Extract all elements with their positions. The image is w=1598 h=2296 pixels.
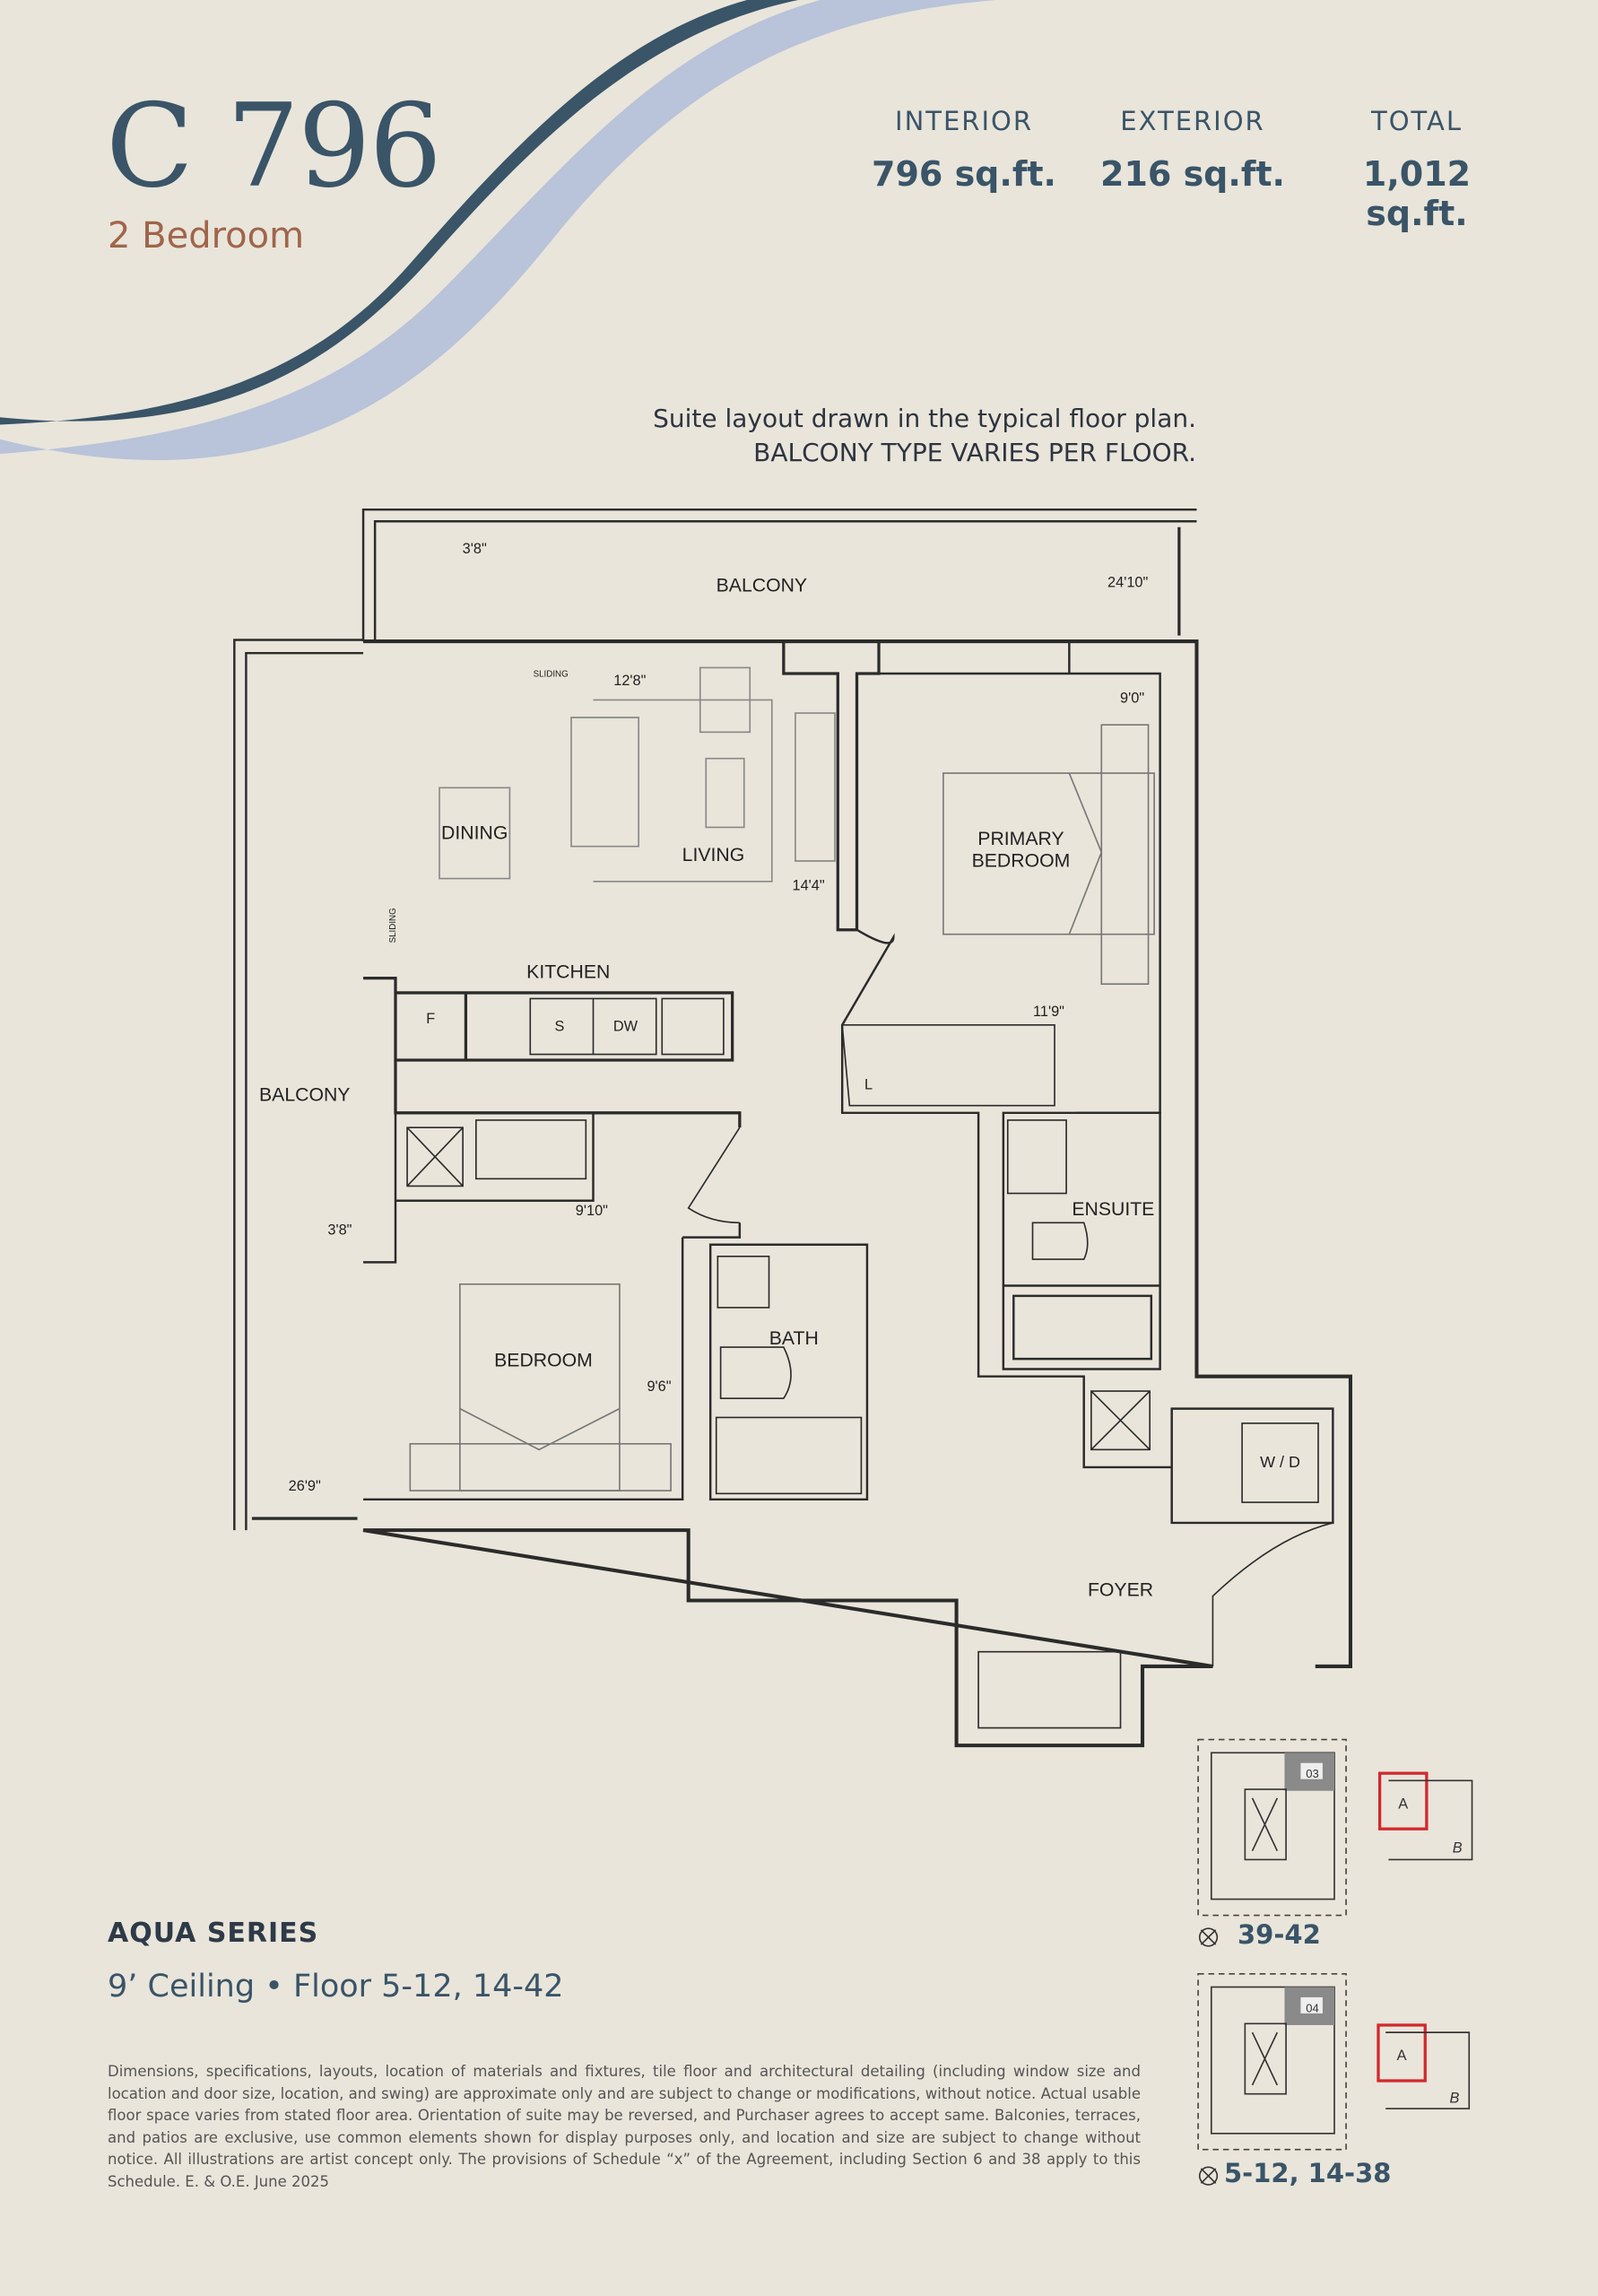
dim-balcony-top-depth: 3'8" xyxy=(463,541,487,557)
room-label-bath: BATH xyxy=(769,1328,819,1349)
room-label-balcony-left: BALCONY xyxy=(259,1085,350,1106)
series-name: AQUA SERIES xyxy=(108,1918,319,1949)
key-plan-1-tower-a: A xyxy=(1398,1796,1408,1812)
dim-balcony-left-depth: 3'8" xyxy=(327,1222,352,1238)
layout-note-line2: BALCONY TYPE VARIES PER FLOOR. xyxy=(753,438,1196,467)
room-label-balcony-top: BALCONY xyxy=(716,576,807,596)
compass-icon xyxy=(1198,1927,1219,2186)
dim-bedroom-depth: 9'10" xyxy=(576,1203,608,1219)
key-plan-2: 04 A B xyxy=(1197,1973,1471,2151)
label-stove: S xyxy=(554,1018,564,1034)
dim-living-depth: 14'4" xyxy=(793,878,825,894)
key-plan-2-unit: 04 xyxy=(1306,2001,1319,2014)
label-dishwasher: DW xyxy=(613,1018,638,1034)
disclaimer: Dimensions, specifications, layouts, loc… xyxy=(108,2063,1141,2190)
key-plan-1-tower-b: B xyxy=(1453,1839,1463,1856)
label-linen: L xyxy=(864,1077,873,1093)
dim-balcony-top-length: 24'10" xyxy=(1107,575,1148,591)
room-label-wd: W / D xyxy=(1260,1453,1300,1471)
room-label-living: LIVING xyxy=(682,845,745,865)
key-plan-2-tower-b: B xyxy=(1449,2090,1459,2106)
total-area: TOTAL 1,012 sq.ft. xyxy=(1309,106,1524,233)
bedroom-count: 2 Bedroom xyxy=(108,215,305,257)
suite-name: C 796 xyxy=(106,80,442,213)
room-label-primary-1: PRIMARY xyxy=(977,829,1064,849)
room-label-primary-2: BEDROOM xyxy=(972,851,1071,872)
exterior-value: 216 sq.ft. xyxy=(1100,154,1285,194)
key-plan-1-floors: 39-42 xyxy=(1238,1919,1321,1950)
layout-note-line1: Suite layout drawn in the typical floor … xyxy=(653,404,1196,433)
exterior-label: EXTERIOR xyxy=(1120,106,1265,136)
total-value: 1,012 sq.ft. xyxy=(1362,154,1472,233)
interior-area: INTERIOR 796 sq.ft. xyxy=(856,106,1072,194)
dim-primary-width: 9'0" xyxy=(1120,691,1144,707)
room-label-foyer: FOYER xyxy=(1088,1580,1153,1601)
room-label-dining: DINING xyxy=(441,823,508,844)
room-label-ensuite: ENSUITE xyxy=(1072,1199,1154,1220)
dim-bedroom-width: 9'6" xyxy=(647,1378,671,1395)
room-label-kitchen: KITCHEN xyxy=(526,962,610,983)
room-label-bedroom: BEDROOM xyxy=(494,1350,593,1370)
dim-balcony-left-length: 26'9" xyxy=(289,1478,321,1494)
layout-note: Suite layout drawn in the typical floor … xyxy=(653,402,1196,470)
label-fridge: F xyxy=(426,1011,435,1027)
key-plan-2-tower-a: A xyxy=(1397,2048,1407,2064)
exterior-area: EXTERIOR 216 sq.ft. xyxy=(1085,106,1300,194)
key-plan-1-unit: 03 xyxy=(1306,1767,1319,1780)
label-sliding-1: SLIDING xyxy=(534,669,569,679)
dim-primary-depth: 11'9" xyxy=(1033,1004,1064,1020)
key-plan-2-floors: 5-12, 14-38 xyxy=(1224,2158,1392,2188)
ceiling-floors: 9’ Ceiling • Floor 5-12, 14-42 xyxy=(108,1969,564,2005)
interior-label: INTERIOR xyxy=(895,106,1033,136)
interior-value: 796 sq.ft. xyxy=(872,154,1056,194)
total-label: TOTAL xyxy=(1371,106,1463,136)
label-sliding-2: SLIDING xyxy=(388,908,398,943)
key-plan-1: 03 A B xyxy=(1197,1738,1473,1917)
dim-living-width: 12'8" xyxy=(613,673,646,689)
